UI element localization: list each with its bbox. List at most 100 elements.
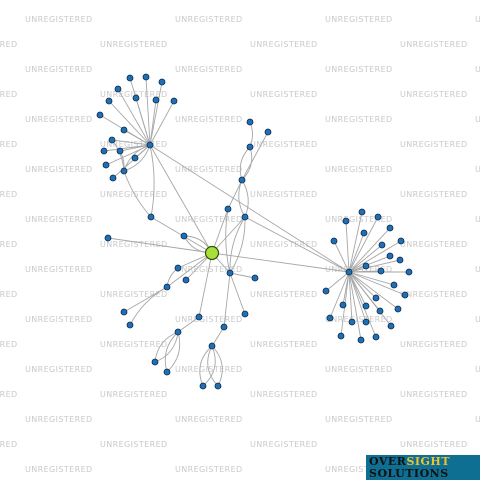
- network-node[interactable]: [342, 217, 350, 225]
- network-node[interactable]: [114, 85, 122, 93]
- edge: [348, 271, 362, 341]
- network-node[interactable]: [224, 205, 232, 213]
- network-node[interactable]: [345, 268, 353, 276]
- network-node[interactable]: [163, 283, 171, 291]
- network-node[interactable]: [146, 141, 154, 149]
- network-node[interactable]: [100, 147, 108, 155]
- network-node[interactable]: [152, 96, 160, 104]
- network-node[interactable]: [362, 318, 370, 326]
- watermark-text: UNREGISTERED: [400, 90, 468, 99]
- network-node[interactable]: [195, 313, 203, 321]
- network-node[interactable]: [109, 174, 117, 182]
- network-node[interactable]: [251, 274, 259, 282]
- edge: [117, 88, 151, 146]
- watermark-text: UNREGISTERED: [475, 315, 480, 324]
- network-node[interactable]: [220, 323, 228, 331]
- network-node[interactable]: [199, 382, 207, 390]
- network-node[interactable]: [241, 310, 249, 318]
- network-node[interactable]: [180, 232, 188, 240]
- network-node[interactable]: [120, 167, 128, 175]
- edge: [227, 179, 243, 210]
- network-node[interactable]: [147, 213, 155, 221]
- network-node[interactable]: [105, 97, 113, 105]
- network-node[interactable]: [397, 237, 405, 245]
- network-node[interactable]: [163, 368, 171, 376]
- network-node[interactable]: [102, 161, 110, 169]
- edge: [202, 345, 216, 387]
- edge: [211, 252, 350, 273]
- watermark-text: UNREGISTERED: [175, 215, 243, 224]
- network-node[interactable]: [374, 213, 382, 221]
- network-node[interactable]: [386, 224, 394, 232]
- network-node[interactable]: [405, 268, 413, 276]
- edge: [154, 331, 179, 363]
- network-node[interactable]: [360, 229, 368, 237]
- network-node[interactable]: [151, 358, 159, 366]
- network-node[interactable]: [372, 294, 380, 302]
- edge: [199, 345, 213, 387]
- network-node[interactable]: [372, 333, 380, 341]
- network-node[interactable]: [387, 322, 395, 330]
- watermark-text: UNREGISTERED: [25, 65, 93, 74]
- watermark-text: UNREGISTERED: [25, 215, 93, 224]
- network-node[interactable]: [396, 256, 404, 264]
- logo-word-solutions: SOLUTIONS: [369, 467, 449, 480]
- network-node[interactable]: [264, 128, 272, 136]
- network-node[interactable]: [170, 97, 178, 105]
- network-node[interactable]: [390, 281, 398, 289]
- network-node[interactable]: [131, 154, 139, 162]
- watermark-text: UNREGISTERED: [100, 340, 168, 349]
- network-node[interactable]: [174, 328, 182, 336]
- network-node[interactable]: [238, 176, 246, 184]
- network-node[interactable]: [401, 291, 409, 299]
- network-node[interactable]: [126, 74, 134, 82]
- network-node[interactable]: [376, 307, 384, 315]
- network-node[interactable]: [214, 382, 222, 390]
- logo-word-over: OVER: [369, 455, 407, 468]
- network-node[interactable]: [339, 301, 347, 309]
- network-node[interactable]: [358, 208, 366, 216]
- network-node[interactable]: [322, 287, 330, 295]
- network-node[interactable]: [208, 342, 216, 350]
- watermark-text: UNREGISTERED: [250, 240, 318, 249]
- network-node[interactable]: [337, 332, 345, 340]
- edge: [198, 252, 213, 318]
- watermark-text: UNREGISTERED: [100, 390, 168, 399]
- network-node[interactable]: [120, 308, 128, 316]
- network-node[interactable]: [330, 237, 338, 245]
- network-node[interactable]: [120, 126, 128, 134]
- central-hub-node[interactable]: [204, 245, 220, 261]
- watermark-text: UNREGISTERED: [325, 315, 393, 324]
- network-node[interactable]: [126, 321, 134, 329]
- edge: [223, 272, 231, 328]
- network-node[interactable]: [386, 252, 394, 260]
- edge: [149, 144, 213, 254]
- network-node[interactable]: [132, 94, 140, 102]
- watermark-text: UNREGISTERED: [25, 415, 93, 424]
- network-node[interactable]: [182, 276, 190, 284]
- network-node[interactable]: [142, 73, 150, 81]
- edge: [123, 170, 152, 218]
- edge: [241, 179, 249, 218]
- network-node[interactable]: [362, 262, 370, 270]
- network-node[interactable]: [378, 241, 386, 249]
- network-node[interactable]: [357, 336, 365, 344]
- network-node[interactable]: [348, 318, 356, 326]
- network-node[interactable]: [394, 305, 402, 313]
- network-node[interactable]: [174, 264, 182, 272]
- network-node[interactable]: [241, 213, 249, 221]
- watermark-text: UNREGISTERED: [0, 390, 18, 399]
- edge: [119, 144, 151, 152]
- network-node[interactable]: [226, 269, 234, 277]
- network-node[interactable]: [377, 267, 385, 275]
- network-node[interactable]: [116, 147, 124, 155]
- network-node[interactable]: [104, 234, 112, 242]
- network-node[interactable]: [362, 302, 370, 310]
- network-node[interactable]: [246, 143, 254, 151]
- network-node[interactable]: [96, 111, 104, 119]
- network-node[interactable]: [326, 314, 334, 322]
- network-node[interactable]: [108, 136, 116, 144]
- network-node[interactable]: [158, 78, 166, 86]
- network-node[interactable]: [246, 118, 254, 126]
